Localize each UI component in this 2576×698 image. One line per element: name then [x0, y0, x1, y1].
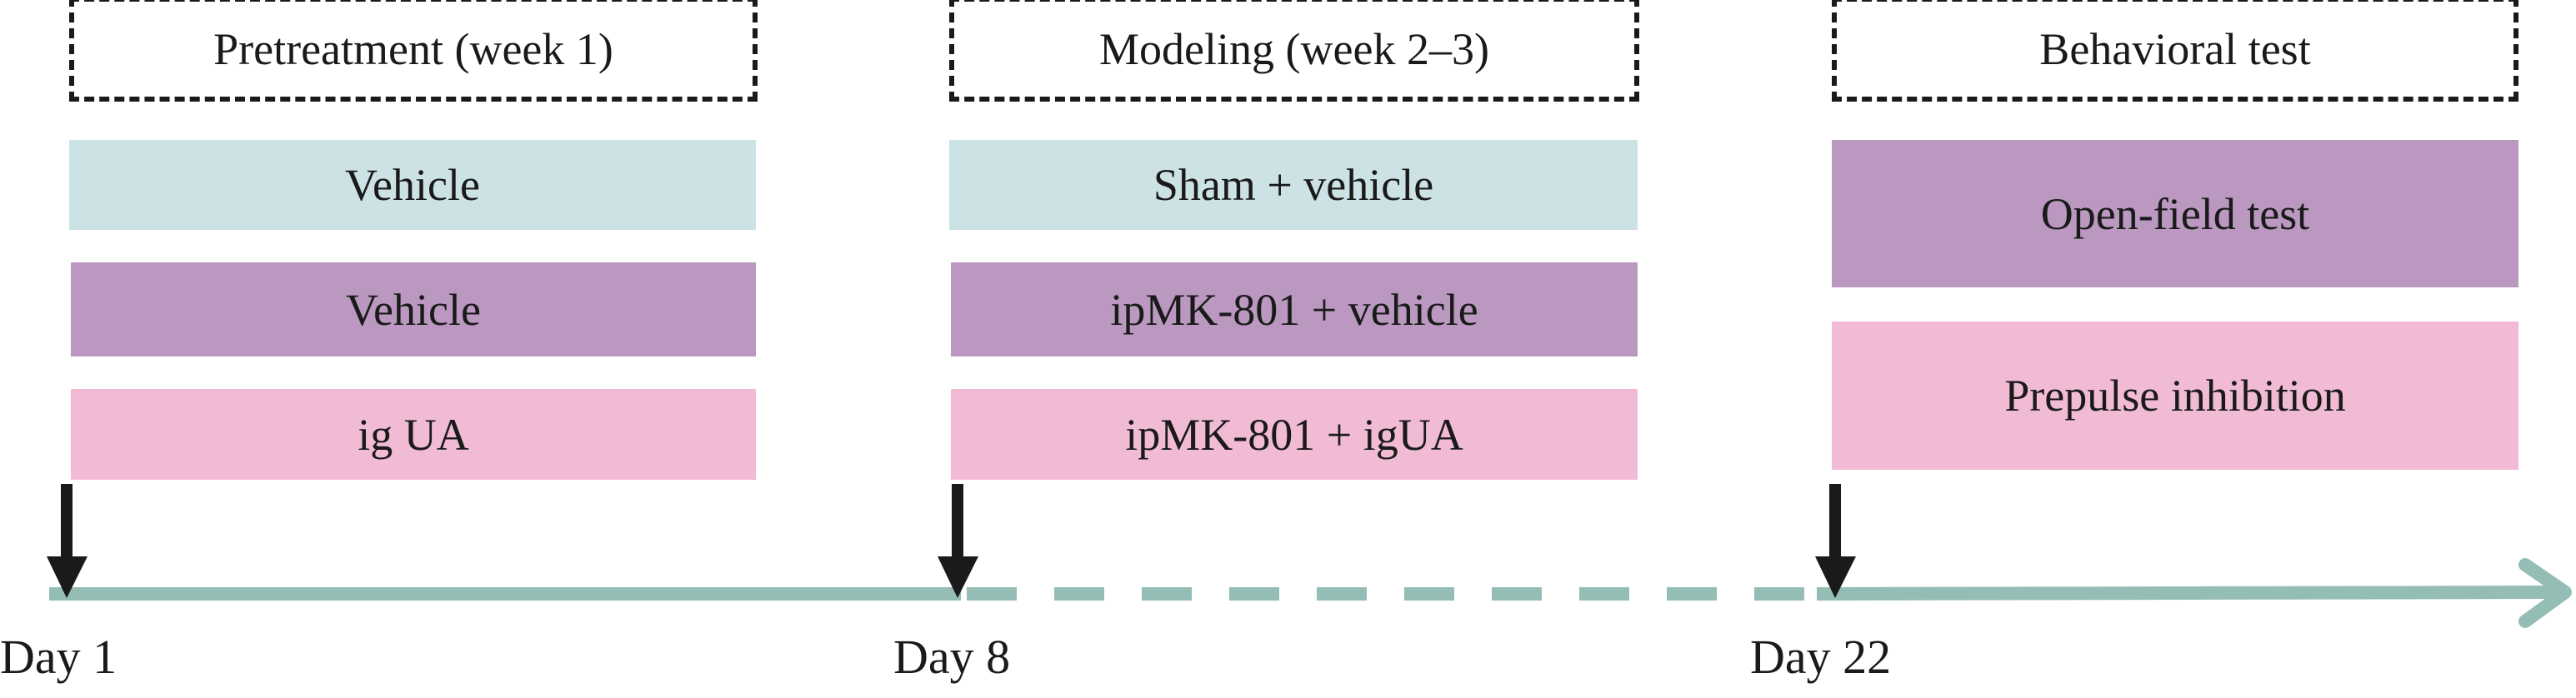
phase-header-modeling: Modeling (week 2–3): [949, 0, 1639, 102]
day-1-marker-arrow-icon: [47, 484, 88, 598]
test-box-open-field: Open-field test: [1832, 140, 2518, 287]
timeline-solid-segment-2: [1816, 586, 2563, 601]
phase-header-pretreatment: Pretreatment (week 1): [69, 0, 758, 102]
day-label-8: Day 8: [893, 630, 1011, 684]
group-box-sham-vehicle: Sham + vehicle: [949, 140, 1638, 230]
group-box-ipmk801-igua: ipMK-801 + igUA: [951, 389, 1638, 480]
day-label-1: Day 1: [0, 630, 118, 684]
day-8-marker-arrow-icon: [938, 484, 978, 598]
group-box-vehicle-model: Vehicle: [71, 262, 756, 356]
test-box-prepulse-inhibition: Prepulse inhibition: [1832, 322, 2518, 470]
group-box-vehicle-control: Vehicle: [69, 140, 756, 230]
group-box-ipmk801-vehicle: ipMK-801 + vehicle: [951, 262, 1638, 356]
timeline-arrowhead-icon: [2518, 558, 2572, 628]
day-label-22: Day 22: [1750, 630, 1892, 684]
day-22-marker-arrow-icon: [1815, 484, 1856, 598]
phase-header-behavioral-test: Behavioral test: [1832, 0, 2518, 102]
group-box-ig-ua: ig UA: [71, 389, 756, 480]
